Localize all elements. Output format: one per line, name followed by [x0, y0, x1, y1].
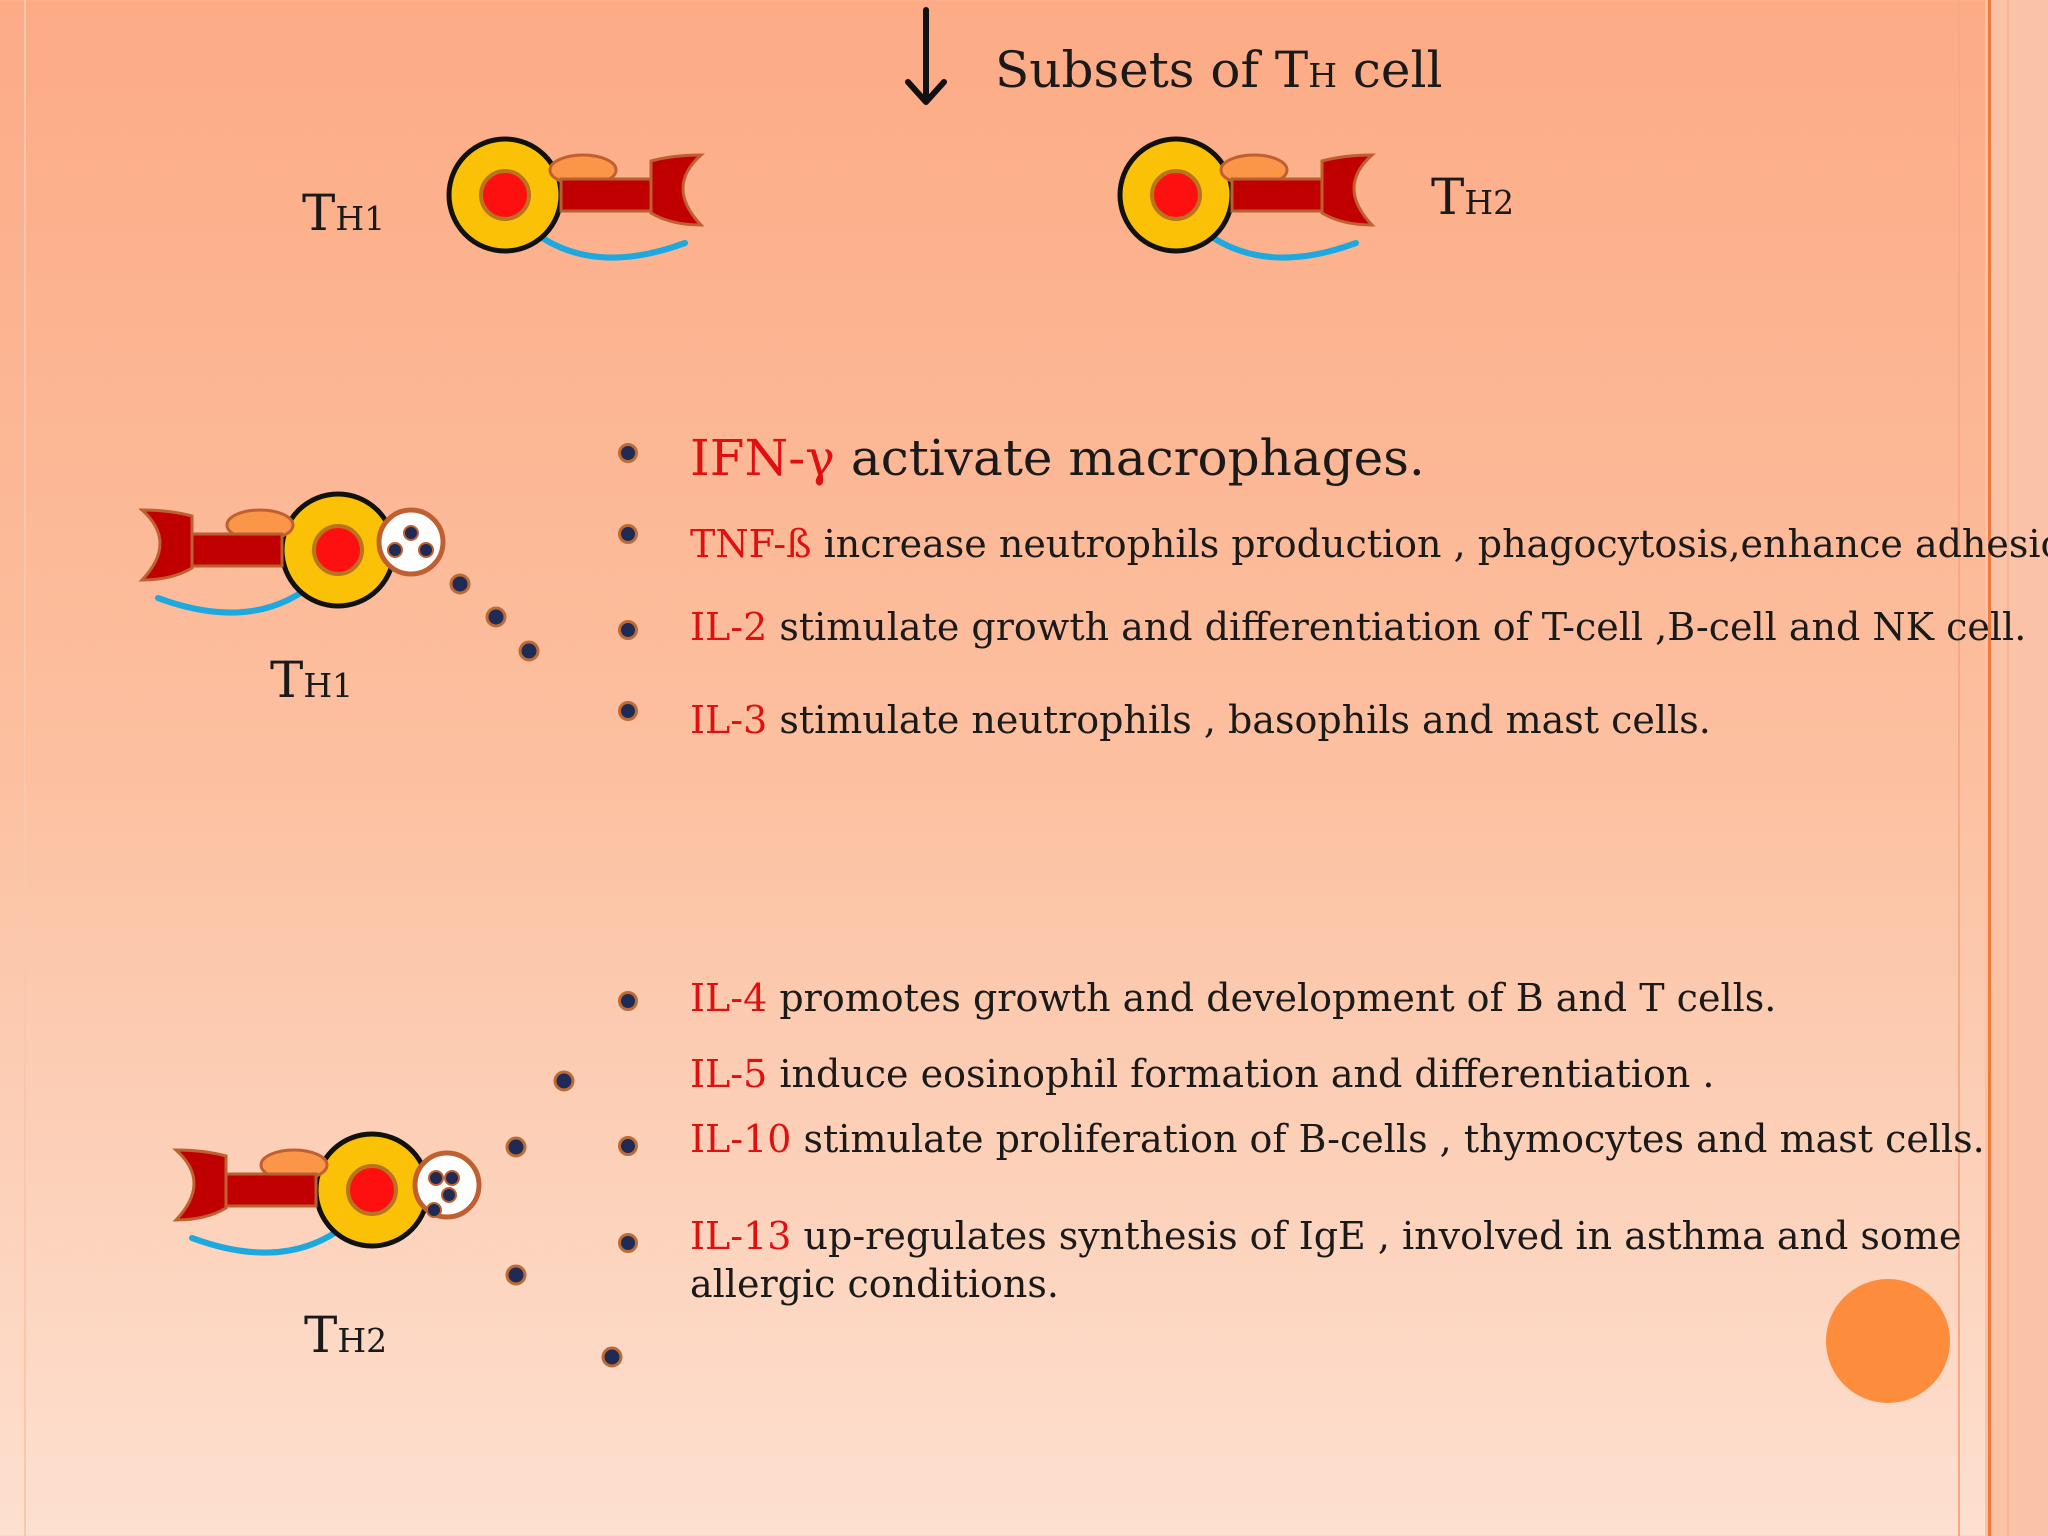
- bullet-icon: [618, 991, 638, 1011]
- label-th2-bottom: TH2: [304, 1306, 388, 1364]
- list-item: IL-2 stimulate growth and differentiatio…: [690, 605, 2027, 649]
- decorative-circle: [1826, 1279, 1950, 1403]
- th1-cell-secreting: [142, 494, 394, 613]
- th1-cell-top: [449, 139, 701, 258]
- bullet-icon: [618, 701, 638, 721]
- list-item: IFN-γ activate macrophages.: [690, 429, 1425, 487]
- bullet-icon: [618, 1136, 638, 1156]
- list-item: IL-3 stimulate neutrophils , basophils a…: [690, 698, 1711, 742]
- label-th1-top: TH1: [302, 184, 386, 242]
- cytokine-dots: [449, 573, 623, 1368]
- list-item: IL-13 up-regulates synthesis of IgE , in…: [690, 1214, 1962, 1306]
- th2-cell-secreting: [176, 1134, 428, 1253]
- bullet-icon: [618, 1233, 638, 1253]
- granule-icon: [412, 1150, 482, 1220]
- granule-icon: [376, 507, 446, 577]
- right-border-line-accent: [1988, 0, 1991, 1536]
- down-arrow-icon: [905, 7, 947, 105]
- list-item: IL-10 stimulate proliferation of B-cells…: [690, 1117, 1985, 1161]
- bullet-icon: [618, 620, 638, 640]
- list-item: IL-4 promotes growth and development of …: [690, 976, 1777, 1020]
- list-item: TNF-ß increase neutrophils production , …: [690, 522, 2048, 566]
- right-border-line: [1958, 0, 1960, 1536]
- label-th1-mid: TH1: [270, 651, 354, 709]
- th2-cell-top: [1120, 139, 1372, 258]
- slide-title: Subsets of TH cell: [995, 41, 1443, 99]
- label-th2-top: TH2: [1431, 168, 1515, 226]
- right-border-band: [1985, 0, 2048, 1536]
- bullet-icon: [618, 524, 638, 544]
- list-item: IL-5 induce eosinophil formation and dif…: [690, 1052, 1715, 1096]
- right-border-line-inner: [2007, 0, 2009, 1536]
- bullet-icon: [618, 443, 638, 463]
- left-border-line: [24, 0, 26, 1536]
